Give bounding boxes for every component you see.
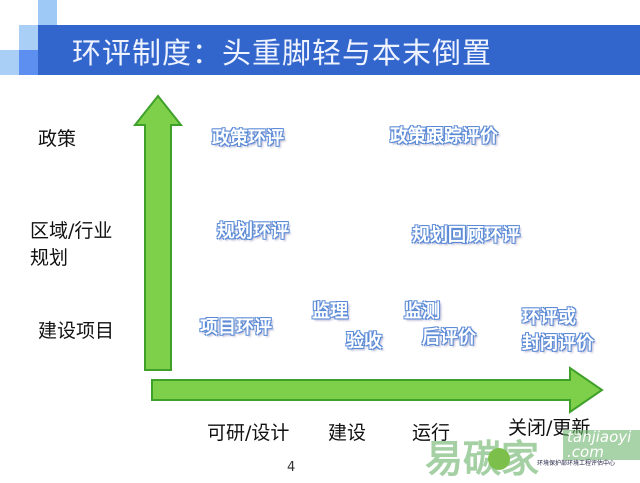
decor-square	[38, 0, 57, 25]
cell-eia-or: 环评或	[522, 307, 576, 328]
page-number: 4	[287, 460, 296, 475]
title-bar	[38, 25, 640, 75]
y-label-region: 区域/行业	[30, 220, 113, 242]
slide-title: 环评制度：头重脚轻与本末倒置	[72, 36, 493, 70]
x-label-feasibility: 可研/设计	[207, 422, 290, 444]
logo-icon	[488, 448, 510, 470]
x-label-operation: 运行	[412, 422, 451, 444]
cell-acceptance: 验收	[346, 331, 382, 352]
cell-project-eia: 项目环评	[200, 317, 272, 338]
cell-plan-eia: 规划环评	[217, 221, 289, 242]
cell-supervision: 监理	[312, 301, 348, 322]
logo-text: 环境保护部环境工程评估中心	[537, 460, 616, 467]
x-label-construction: 建设	[328, 422, 367, 444]
decor-square	[19, 50, 38, 75]
cell-policy-eia: 政策环评	[212, 128, 284, 149]
y-label-policy: 政策	[38, 128, 77, 150]
watermark-url: tanjiaoyi .com	[563, 430, 640, 460]
cell-plan-review: 规划回顾环评	[412, 225, 520, 246]
y-label-project: 建设项目	[38, 320, 115, 342]
y-label-plan: 规划	[30, 247, 69, 269]
cell-closure-eval: 封闭评价	[522, 333, 594, 354]
horizontal-arrow	[151, 366, 604, 414]
cell-policy-tracking: 政策跟踪评价	[390, 126, 498, 147]
cell-monitoring: 监测	[404, 301, 440, 322]
watermark-text: 易碳家	[425, 437, 540, 481]
cell-post-eval: 后评价	[422, 327, 476, 348]
decor-square	[0, 50, 19, 75]
decor-square	[19, 25, 38, 50]
vertical-arrow	[132, 94, 184, 371]
